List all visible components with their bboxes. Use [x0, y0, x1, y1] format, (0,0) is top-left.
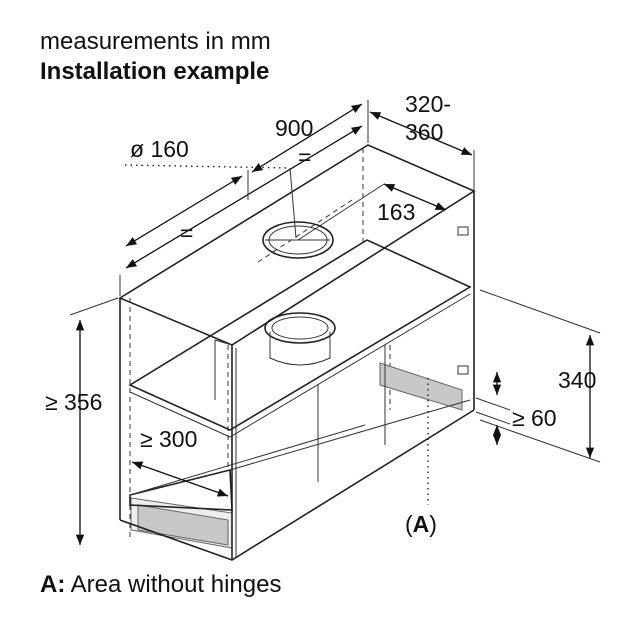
- equal-right-label: =: [298, 144, 311, 170]
- footnote-key: A:: [40, 571, 66, 598]
- footnote-text: Area without hinges: [65, 571, 282, 598]
- duct-offset-label: 163: [377, 199, 415, 225]
- min-gap-label: ≥ 60: [512, 405, 557, 431]
- height-label: 340: [558, 367, 596, 393]
- equal-left-label: =: [180, 220, 193, 246]
- duct-openings: [262, 221, 336, 366]
- min-bottom-depth-label: ≥ 300: [140, 426, 197, 452]
- footnote: A: Area without hinges: [40, 570, 281, 600]
- measurements-subtitle: measurements in mm: [40, 28, 271, 55]
- callout-close-paren: ): [429, 511, 437, 537]
- hidden-edges: [129, 148, 391, 540]
- depth-label-line1: 320-: [405, 91, 451, 117]
- min-height-label: ≥ 356: [45, 389, 102, 415]
- depth-label-line2: 360: [405, 119, 443, 145]
- dimension-lines: [69, 100, 601, 545]
- callout-a-label: (A): [405, 511, 437, 537]
- callout-open-paren: (: [405, 511, 413, 537]
- duct-diameter-label: ø 160: [130, 136, 189, 162]
- cabinet-outline: [118, 144, 476, 561]
- width-label: 900: [275, 115, 313, 141]
- callout-letter: A: [413, 511, 430, 537]
- installation-title: Installation example: [40, 58, 270, 85]
